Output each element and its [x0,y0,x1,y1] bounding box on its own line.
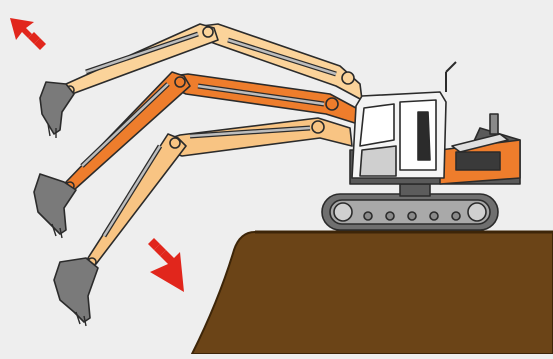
bucket-high [39,81,75,135]
bucket-low [53,257,99,323]
ground-slope [190,230,553,355]
arrow-up-left-icon [10,18,46,50]
arm-position-middle [33,71,359,239]
arrow-down-right-icon [148,238,184,292]
arm-position-high [39,23,363,138]
arm-position-low [53,117,353,327]
bucket-middle [33,173,77,235]
track [321,183,499,231]
excavator-body [321,61,521,231]
